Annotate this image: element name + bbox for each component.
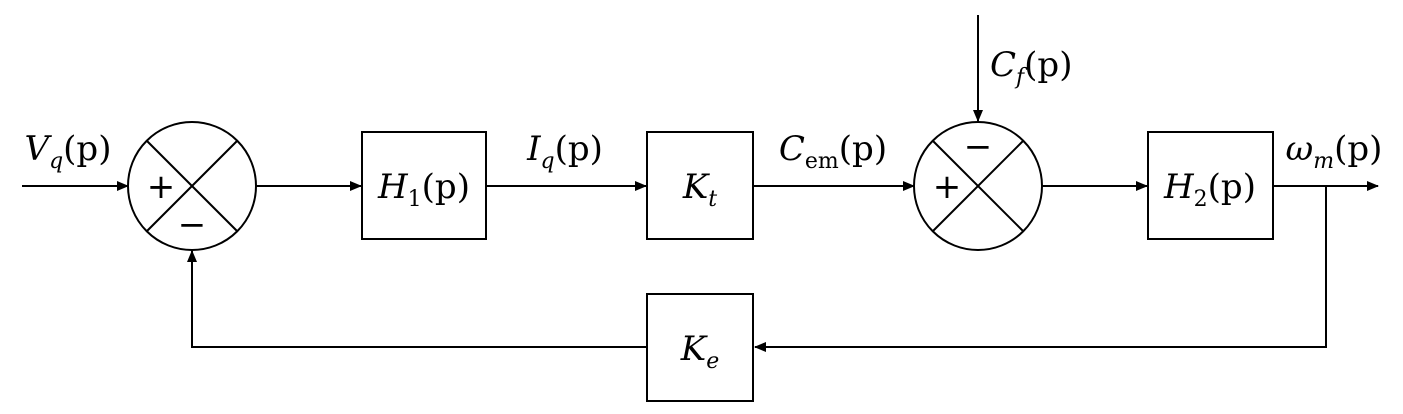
block-h1: H1(p) bbox=[361, 131, 487, 240]
label-iq: Iq(p) bbox=[526, 129, 603, 174]
svg-text:H2(p): H2(p) bbox=[1163, 167, 1256, 212]
svg-text:H1(p): H1(p) bbox=[377, 167, 470, 212]
svg-text:Kt: Kt bbox=[682, 167, 717, 212]
svg-text:Ke: Ke bbox=[680, 329, 719, 374]
s2-minus-sign: − bbox=[964, 127, 993, 167]
summing-junction-2: − + bbox=[913, 121, 1043, 251]
label-omega-m: ωm(p) bbox=[1286, 129, 1383, 174]
wire-feedback-to-ke bbox=[754, 186, 1327, 352]
wire-ke-to-s1 bbox=[187, 250, 646, 348]
s1-plus-sign: + bbox=[147, 167, 176, 207]
summing-junction-1: + − bbox=[127, 121, 257, 251]
block-h2: H2(p) bbox=[1147, 131, 1274, 240]
label-cf: Cf(p) bbox=[990, 45, 1072, 90]
label-vq: Vq(p) bbox=[25, 129, 112, 174]
block-kt: Kt bbox=[646, 131, 754, 240]
s1-minus-sign: − bbox=[178, 205, 207, 245]
label-cem: Cem(p) bbox=[779, 129, 887, 174]
block-ke: Ke bbox=[646, 293, 754, 402]
s2-plus-sign: + bbox=[933, 167, 962, 207]
